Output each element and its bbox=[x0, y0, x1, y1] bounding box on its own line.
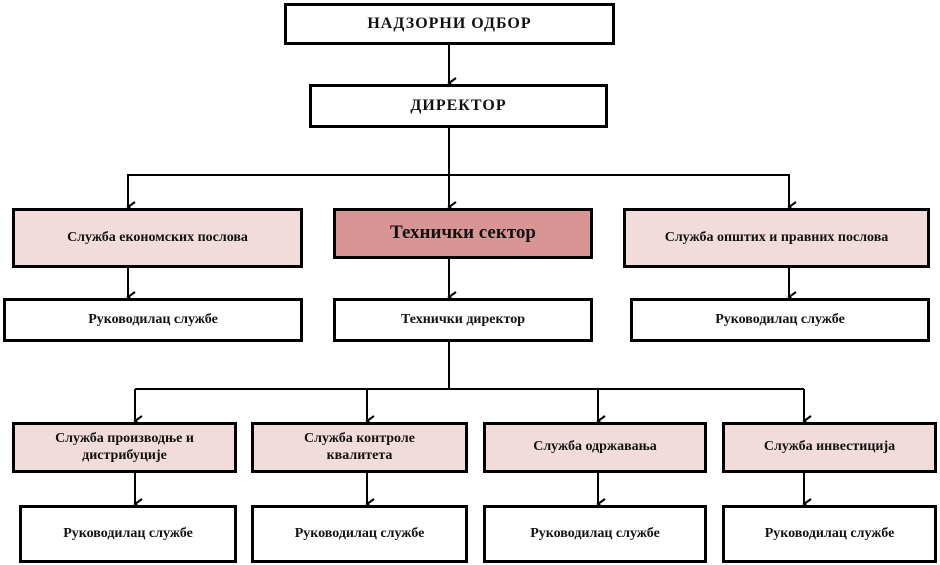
node-general-legal-head: Руководилац службе bbox=[630, 298, 930, 342]
node-label: Руководилац службе bbox=[63, 525, 193, 541]
node-investment-service: Служба инвестиција bbox=[722, 422, 937, 473]
node-label: Технички сектор bbox=[390, 222, 536, 244]
node-director: ДИРЕКТОР bbox=[309, 84, 608, 128]
edge-director-bus bbox=[127, 174, 790, 207]
node-investment-head: Руководилац службе bbox=[722, 505, 937, 563]
node-economic-head: Руководилац службе bbox=[3, 298, 303, 342]
node-label: Технички директор bbox=[400, 311, 526, 327]
node-quality-head: Руководилац службе bbox=[251, 505, 468, 563]
node-label: ДИРЕКТОР bbox=[410, 97, 507, 115]
node-production-head: Руководилац службе bbox=[19, 505, 237, 563]
node-label: Служба производње и дистрибуције bbox=[55, 430, 194, 463]
node-label: Служба контроле квалитета bbox=[304, 430, 415, 463]
node-label: Руководилац службе bbox=[530, 525, 660, 541]
node-label: Руководилац службе bbox=[294, 525, 425, 541]
node-supervisory-board: НАДЗОРНИ ОДБОР bbox=[284, 3, 615, 45]
node-technical-sector: Технички сектор bbox=[333, 208, 593, 259]
node-quality-service: Служба контроле квалитета bbox=[251, 422, 468, 473]
node-label: Служба економских послова bbox=[67, 229, 248, 245]
node-production-service: Служба производње и дистрибуције bbox=[12, 422, 237, 473]
node-maintenance-head: Руководилац службе bbox=[483, 505, 707, 563]
node-label: НАДЗОРНИ ОДБОР bbox=[367, 15, 532, 33]
node-label: Руководилац службе bbox=[88, 311, 218, 327]
node-label: Руководилац службе bbox=[764, 525, 895, 541]
node-general-legal-service: Служба општих и правних послова bbox=[623, 208, 930, 268]
node-label: Руководилац службе bbox=[715, 311, 845, 327]
node-label: Служба инвестиција bbox=[763, 439, 896, 455]
node-technical-director: Технички директор bbox=[333, 298, 593, 342]
node-economic-service: Служба економских послова bbox=[12, 208, 303, 268]
node-label: Служба одржавања bbox=[533, 439, 657, 455]
node-maintenance-service: Служба одржавања bbox=[483, 422, 707, 473]
node-label: Служба општих и правних послова bbox=[664, 229, 889, 245]
